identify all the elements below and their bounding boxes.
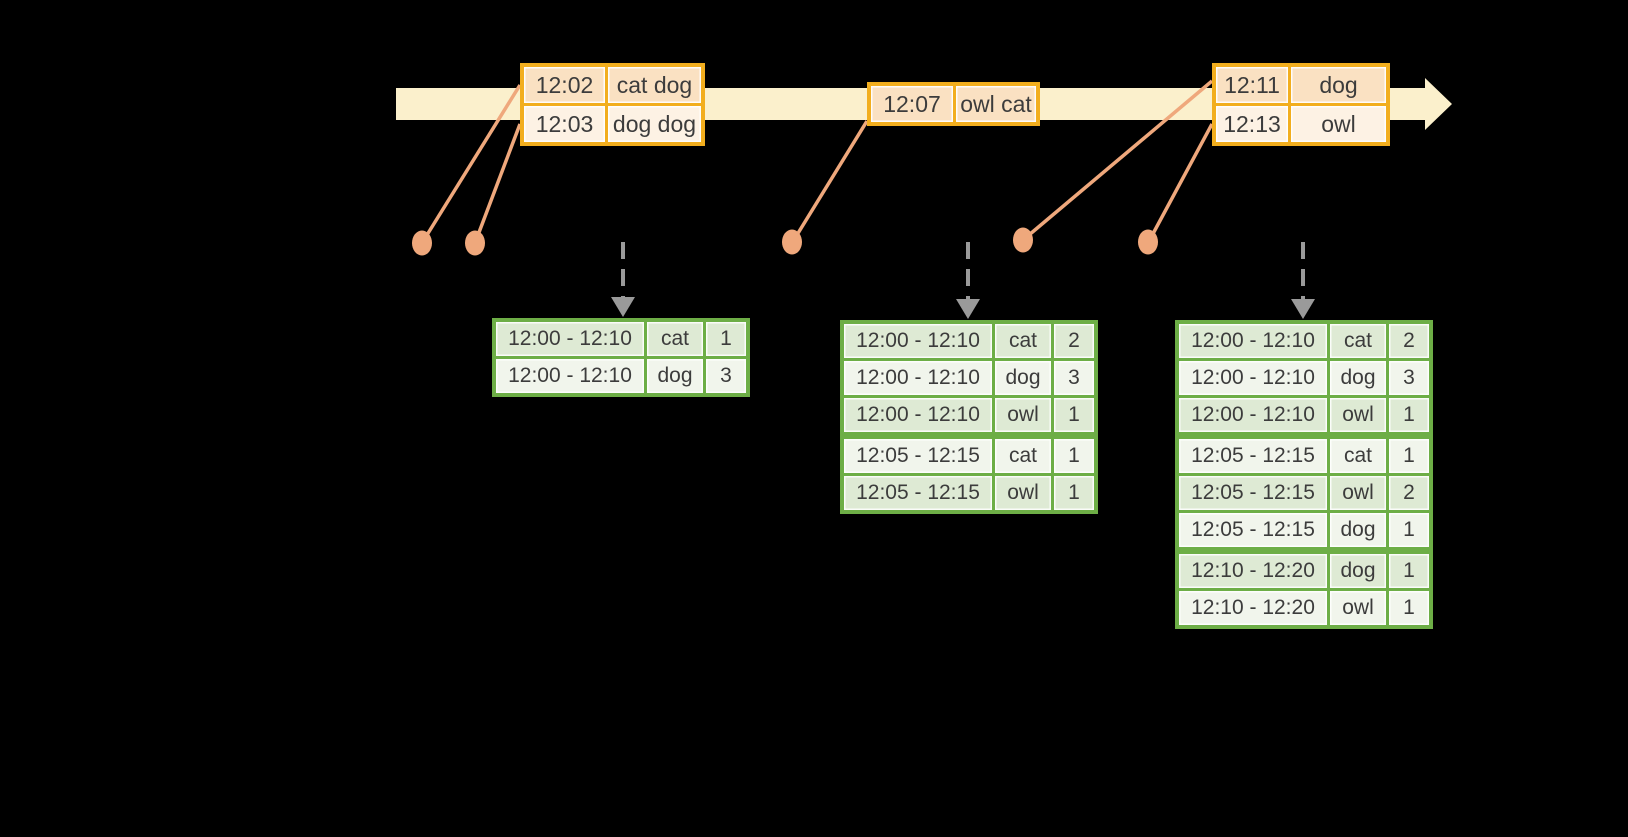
result-word-cell: dog [647, 359, 703, 393]
result-word-cell: cat [995, 439, 1051, 473]
result-window-cell: 12:00 - 12:10 [496, 359, 644, 393]
result-window-cell: 12:05 - 12:15 [1179, 439, 1327, 473]
result-window-cell: 12:05 - 12:15 [1179, 476, 1327, 510]
result-count-cell: 1 [1054, 398, 1094, 432]
event-connector-line [473, 123, 522, 244]
result-count-cell: 2 [1389, 476, 1429, 510]
result-word-cell: owl [995, 398, 1051, 432]
event-words-cell: owl [1291, 106, 1386, 142]
result-word-cell: cat [647, 322, 703, 356]
event-time-cell: 12:11 [1216, 67, 1288, 103]
result-window-cell: 12:00 - 12:10 [844, 324, 992, 358]
result-window-cell: 12:00 - 12:10 [1179, 398, 1327, 432]
result-word-cell: dog [1330, 513, 1386, 547]
result-word-cell: dog [1330, 554, 1386, 588]
event-marker-dot [1138, 229, 1158, 255]
event-words-cell: owl cat [956, 86, 1036, 122]
result-count-cell: 1 [706, 322, 746, 356]
result-count-cell: 3 [706, 359, 746, 393]
result-count-cell: 1 [1389, 591, 1429, 625]
result-count-cell: 1 [1389, 439, 1429, 473]
result-window-cell: 12:00 - 12:10 [844, 361, 992, 395]
event-time-cell: 12:02 [524, 67, 605, 103]
trigger-arrow [956, 242, 980, 319]
result-window-cell: 12:00 - 12:10 [1179, 361, 1327, 395]
result-window-cell: 12:05 - 12:15 [844, 439, 992, 473]
result-count-cell: 1 [1054, 439, 1094, 473]
result-window-cell: 12:10 - 12:20 [1179, 554, 1327, 588]
result-window-cell: 12:05 - 12:15 [1179, 513, 1327, 547]
result-word-cell: dog [995, 361, 1051, 395]
event-marker-dot [1013, 227, 1033, 253]
event-words-cell: dog dog [608, 106, 701, 142]
event-marker-dot [465, 230, 485, 256]
result-word-cell: owl [1330, 476, 1386, 510]
result-count-cell: 1 [1389, 554, 1429, 588]
result-count-cell: 2 [1054, 324, 1094, 358]
result-window-cell: 12:00 - 12:10 [844, 398, 992, 432]
result-count-cell: 2 [1389, 324, 1429, 358]
result-count-cell: 3 [1054, 361, 1094, 395]
trigger-arrow [1291, 242, 1315, 319]
event-marker-dot [412, 230, 432, 256]
result-word-cell: cat [1330, 324, 1386, 358]
result-word-cell: dog [1330, 361, 1386, 395]
result-count-cell: 1 [1389, 398, 1429, 432]
event-time-cell: 12:03 [524, 106, 605, 142]
event-connector-line [1146, 123, 1214, 244]
result-count-cell: 1 [1054, 476, 1094, 510]
result-word-cell: owl [1330, 398, 1386, 432]
result-word-cell: cat [1330, 439, 1386, 473]
result-word-cell: owl [1330, 591, 1386, 625]
timeline-arrowhead-icon [1425, 78, 1452, 130]
result-word-cell: owl [995, 476, 1051, 510]
event-connector-line [790, 120, 869, 244]
result-window-cell: 12:00 - 12:10 [1179, 324, 1327, 358]
result-count-cell: 3 [1389, 361, 1429, 395]
result-window-cell: 12:10 - 12:20 [1179, 591, 1327, 625]
result-window-cell: 12:05 - 12:15 [844, 476, 992, 510]
result-window-cell: 12:00 - 12:10 [496, 322, 644, 356]
event-marker-dot [782, 229, 802, 255]
event-words-cell: dog [1291, 67, 1386, 103]
event-words-cell: cat dog [608, 67, 701, 103]
event-connector-line [420, 84, 522, 244]
trigger-arrow [611, 242, 635, 317]
result-word-cell: cat [995, 324, 1051, 358]
result-count-cell: 1 [1389, 513, 1429, 547]
event-connector-line [1021, 79, 1214, 242]
event-time-cell: 12:07 [871, 86, 953, 122]
event-time-cell: 12:13 [1216, 106, 1288, 142]
